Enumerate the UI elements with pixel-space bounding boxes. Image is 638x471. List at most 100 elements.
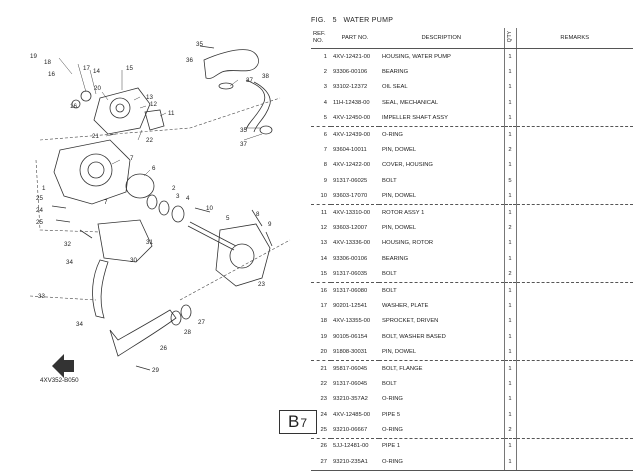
- part-no-cell: 93210-235A1: [331, 454, 379, 471]
- col-description: DESCRIPTION: [379, 28, 504, 49]
- qty-cell: 1: [503, 251, 517, 267]
- svg-text:17: 17: [83, 65, 90, 72]
- svg-text:5: 5: [226, 215, 230, 222]
- remarks-cell: [516, 422, 633, 438]
- description-cell: PIN, DOWEL: [382, 147, 417, 154]
- ref-cell: 8: [323, 162, 327, 169]
- ref-cell: 4: [323, 99, 327, 106]
- svg-text:8: 8: [256, 211, 260, 218]
- svg-text:35: 35: [240, 127, 247, 134]
- svg-text:20: 20: [94, 85, 101, 92]
- part-no-cell: 93603-17070: [333, 193, 368, 200]
- pipe-5-flange: [97, 219, 153, 263]
- svg-text:29: 29: [152, 367, 159, 374]
- ref-cell: 9: [323, 177, 327, 184]
- description-cell: OIL SEAL: [382, 84, 408, 91]
- remarks-cell: [516, 344, 633, 360]
- description-cell: O-RING: [382, 396, 403, 403]
- description-cell: PIN, DOWEL: [382, 349, 417, 356]
- description-cell: O-RING: [379, 454, 504, 471]
- col-ref: REF.NO.: [311, 28, 331, 49]
- pipe-1: [109, 309, 177, 357]
- ref-cell: 10: [320, 193, 327, 200]
- part-no-cell: 91317-06025: [333, 177, 368, 184]
- ref-cell: 16: [311, 281, 331, 299]
- qty-cell: 1: [503, 313, 517, 330]
- description-cell: BOLT: [382, 271, 397, 278]
- ref-cell: 2: [323, 69, 327, 76]
- description-cell: PIN, DOWEL: [382, 193, 417, 200]
- description-cell: WASHER, PLATE: [382, 302, 429, 309]
- ref-cell: 25: [320, 427, 327, 434]
- svg-text:14: 14: [93, 68, 100, 75]
- qty-cell: 1: [503, 376, 517, 392]
- remarks-cell: [516, 80, 633, 95]
- qty-cell: 1: [503, 281, 517, 299]
- bolt-8: [251, 209, 263, 227]
- remarks-cell: [516, 281, 633, 299]
- remarks-cell: [516, 376, 633, 391]
- qty-cell: 1: [503, 110, 517, 127]
- description-cell: BOLT: [382, 380, 397, 387]
- part-no-cell: 93102-12372: [333, 84, 368, 91]
- ref-cell: 24: [320, 411, 327, 418]
- description-cell: BOLT: [379, 281, 504, 299]
- svg-text:38: 38: [262, 73, 269, 80]
- part-no-cell: 4XV-13355-00: [333, 318, 371, 325]
- qty-cell: 1: [503, 344, 517, 361]
- description-cell: BOLT: [382, 177, 397, 184]
- orientation-arrow-icon: [52, 354, 74, 378]
- parts-table: REF.NO. PART NO. DESCRIPTION Q'TY REMARK…: [311, 28, 633, 471]
- svg-text:12: 12: [150, 101, 157, 108]
- svg-text:25: 25: [36, 195, 43, 202]
- part-no-cell: 93306-00106: [333, 69, 368, 76]
- part-no-cell: 4XV-12421-00: [333, 53, 371, 60]
- remarks-cell: [516, 359, 633, 377]
- svg-text:25: 25: [36, 219, 43, 226]
- description-cell: O-RING: [379, 125, 504, 143]
- sprocket: [144, 109, 165, 131]
- remarks-cell: [516, 251, 633, 266]
- ref-cell: 7: [323, 147, 327, 154]
- svg-text:34: 34: [66, 259, 73, 266]
- qty-cell: 1: [503, 406, 517, 423]
- qty-cell: 1: [503, 157, 517, 174]
- svg-text:36: 36: [186, 57, 193, 64]
- pin-24: [51, 205, 67, 209]
- rotor-housing: [93, 87, 151, 135]
- remarks-cell: [516, 95, 633, 110]
- part-no-cell: 91317-06035: [333, 271, 368, 278]
- description-cell: COVER, HOUSING: [382, 162, 433, 169]
- bolt-35: [199, 45, 215, 49]
- svg-text:30: 30: [130, 257, 137, 264]
- o-ring-27: [170, 310, 182, 326]
- description-cell: BEARING: [382, 255, 409, 262]
- ref-cell: 17: [320, 302, 327, 309]
- pipe-curve: [245, 79, 266, 131]
- svg-text:23: 23: [258, 281, 265, 288]
- description-cell: HOUSING, ROTOR: [382, 240, 434, 247]
- qty-cell: 1: [503, 188, 517, 205]
- ref-cell: 11: [311, 203, 331, 221]
- description-cell: BOLT, WASHER BASED: [382, 333, 446, 340]
- part-no-cell: 90105-06154: [333, 333, 368, 340]
- ref-cell: 27: [311, 454, 331, 471]
- remarks-cell: [516, 454, 633, 471]
- description-cell: O-RING: [382, 427, 403, 434]
- col-part-no: PART NO.: [331, 28, 379, 49]
- col-remarks: REMARKS: [516, 28, 633, 49]
